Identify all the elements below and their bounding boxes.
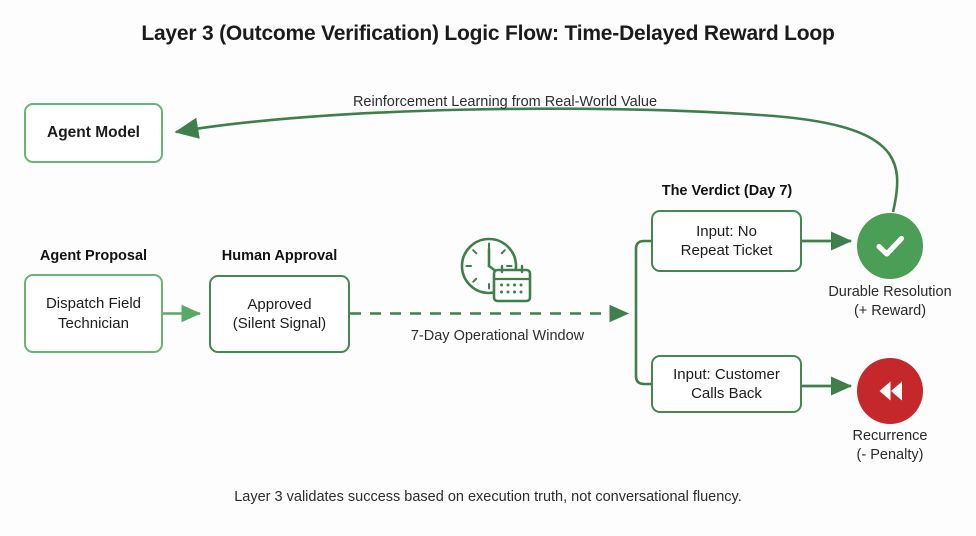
node-verdict-bottom-line1: Input: Customer xyxy=(673,365,780,383)
failure-label-line2: (- Penalty) xyxy=(856,446,924,463)
edge-branch-to-bottom-verdict xyxy=(634,313,651,386)
diagram-title: Layer 3 (Outcome Verification) Logic Flo… xyxy=(141,22,835,45)
edge-label-operational-window: 7-Day Operational Window xyxy=(410,328,585,344)
node-verdict-top-line1: Input: No xyxy=(696,222,757,240)
node-input-customer-calls-back[interactable]: Input: Customer Calls Back xyxy=(651,355,802,413)
rewind-icon xyxy=(879,381,902,401)
failure-label-line1: Recurrence xyxy=(852,428,928,444)
success-outcome-label: Durable Resolution (+ Reward) xyxy=(790,283,976,321)
failure-outcome-label: Recurrence (- Penalty) xyxy=(790,427,976,465)
node-approved-line2: (Silent Signal) xyxy=(232,315,327,332)
node-approved-silent-signal[interactable]: Approved (Silent Signal) xyxy=(209,275,350,353)
failure-outcome-marker[interactable] xyxy=(857,358,923,424)
node-verdict-bottom-line2: Calls Back xyxy=(691,385,762,402)
edge-branch-to-top-verdict xyxy=(634,239,651,314)
node-verdict-top-text: Input: No Repeat Ticket xyxy=(681,222,773,260)
diagram-footer-caption: Layer 3 validates success based on execu… xyxy=(234,489,742,505)
node-dispatch-line1: Dispatch Field xyxy=(45,295,142,313)
edge-label-reinforcement-learning: Reinforcement Learning from Real-World V… xyxy=(352,94,658,110)
node-verdict-bottom-text: Input: Customer Calls Back xyxy=(673,365,780,403)
node-input-no-repeat-ticket[interactable]: Input: No Repeat Ticket xyxy=(651,210,802,272)
success-outcome-marker[interactable] xyxy=(857,213,923,279)
node-approved-line1: Approved xyxy=(247,295,312,313)
node-approved-text: Approved (Silent Signal) xyxy=(233,295,326,333)
caption-human-approval: Human Approval xyxy=(221,248,338,264)
node-verdict-top-line2: Repeat Ticket xyxy=(680,242,773,259)
success-label-line1: Durable Resolution xyxy=(828,284,952,300)
node-dispatch-line2: Technician xyxy=(58,314,129,332)
caption-agent-proposal: Agent Proposal xyxy=(39,248,148,264)
success-label-line2: (+ Reward) xyxy=(853,302,927,319)
node-dispatch-text: Dispatch Field Technician xyxy=(46,294,141,332)
node-agent-model[interactable]: Agent Model xyxy=(24,103,163,163)
clock-calendar-icon xyxy=(456,235,534,307)
caption-the-verdict: The Verdict (Day 7) xyxy=(661,183,793,199)
node-dispatch-field-technician[interactable]: Dispatch Field Technician xyxy=(24,274,163,353)
check-icon xyxy=(876,235,905,257)
node-agent-model-label: Agent Model xyxy=(47,124,140,142)
